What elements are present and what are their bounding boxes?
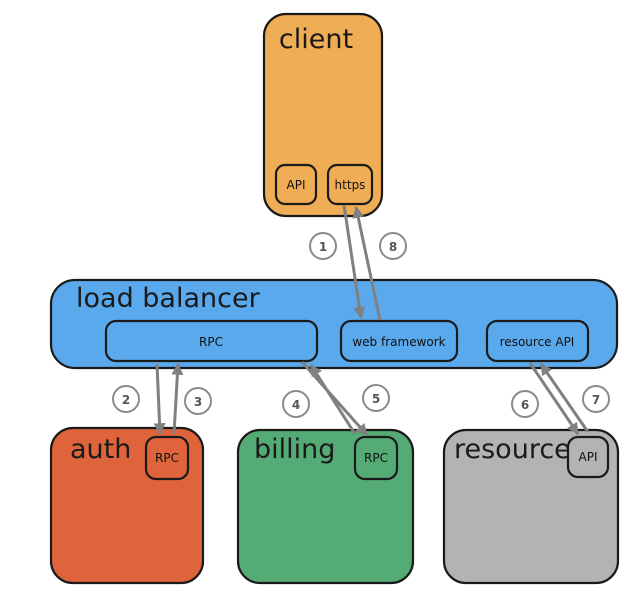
arrow-step-6 <box>528 362 580 435</box>
arrow-step-2 <box>153 363 166 436</box>
arrow-step-7 <box>539 363 590 433</box>
step-marker-6: 6 <box>511 390 539 418</box>
auth-rpc-label: RPC <box>155 451 179 465</box>
lb-resource-api-component <box>485 319 590 363</box>
resource-api-label: API <box>579 450 598 464</box>
step-marker-8: 8 <box>379 232 407 260</box>
lb-web-framework-label: web framework <box>352 335 445 349</box>
step-label-1: 1 <box>319 240 327 254</box>
step-label-3: 3 <box>194 395 202 409</box>
arrow-step-5 <box>309 363 357 435</box>
resource-api-component <box>566 435 610 479</box>
lb-rpc-component <box>104 319 319 363</box>
arrow-step-3 <box>171 362 184 435</box>
billing-rpc-label: RPC <box>364 451 388 465</box>
resource-label: resource <box>454 434 571 465</box>
lb-web-framework-component <box>339 319 459 363</box>
resource-node: resource API <box>442 428 620 585</box>
step-label-4: 4 <box>292 398 300 412</box>
step-label-8: 8 <box>389 240 397 254</box>
client-api-component <box>274 163 318 206</box>
step-label-7: 7 <box>592 393 600 407</box>
step-marker-7: 7 <box>582 385 610 413</box>
auth-node: auth RPC <box>49 426 205 585</box>
step-marker-4: 4 <box>282 390 310 418</box>
arrow-step-1 <box>342 204 366 320</box>
load-balancer-label: load balancer <box>76 283 261 314</box>
billing-rpc-component <box>353 435 399 481</box>
client-https-component <box>326 163 374 206</box>
step-label-5: 5 <box>372 392 380 406</box>
step-label-6: 6 <box>521 398 529 412</box>
arrow-step-4 <box>300 361 369 436</box>
step-marker-3: 3 <box>184 387 212 415</box>
billing-node: billing RPC <box>236 428 415 585</box>
auth-rpc-component <box>144 435 190 481</box>
client-label: client <box>279 24 353 55</box>
step-marker-5: 5 <box>362 384 390 412</box>
arrow-step-8 <box>352 205 382 321</box>
step-marker-2: 2 <box>112 385 140 413</box>
auth-label: auth <box>70 434 131 465</box>
client-https-label: https <box>335 178 366 192</box>
client-api-label: API <box>287 178 306 192</box>
lb-resource-api-label: resource API <box>500 335 575 349</box>
step-label-2: 2 <box>122 393 130 407</box>
client-node: client API https <box>262 12 384 218</box>
load-balancer-node: load balancer RPC web framework resource… <box>49 278 619 370</box>
lb-rpc-label: RPC <box>199 335 223 349</box>
billing-label: billing <box>254 434 335 465</box>
step-marker-1: 1 <box>309 232 337 260</box>
